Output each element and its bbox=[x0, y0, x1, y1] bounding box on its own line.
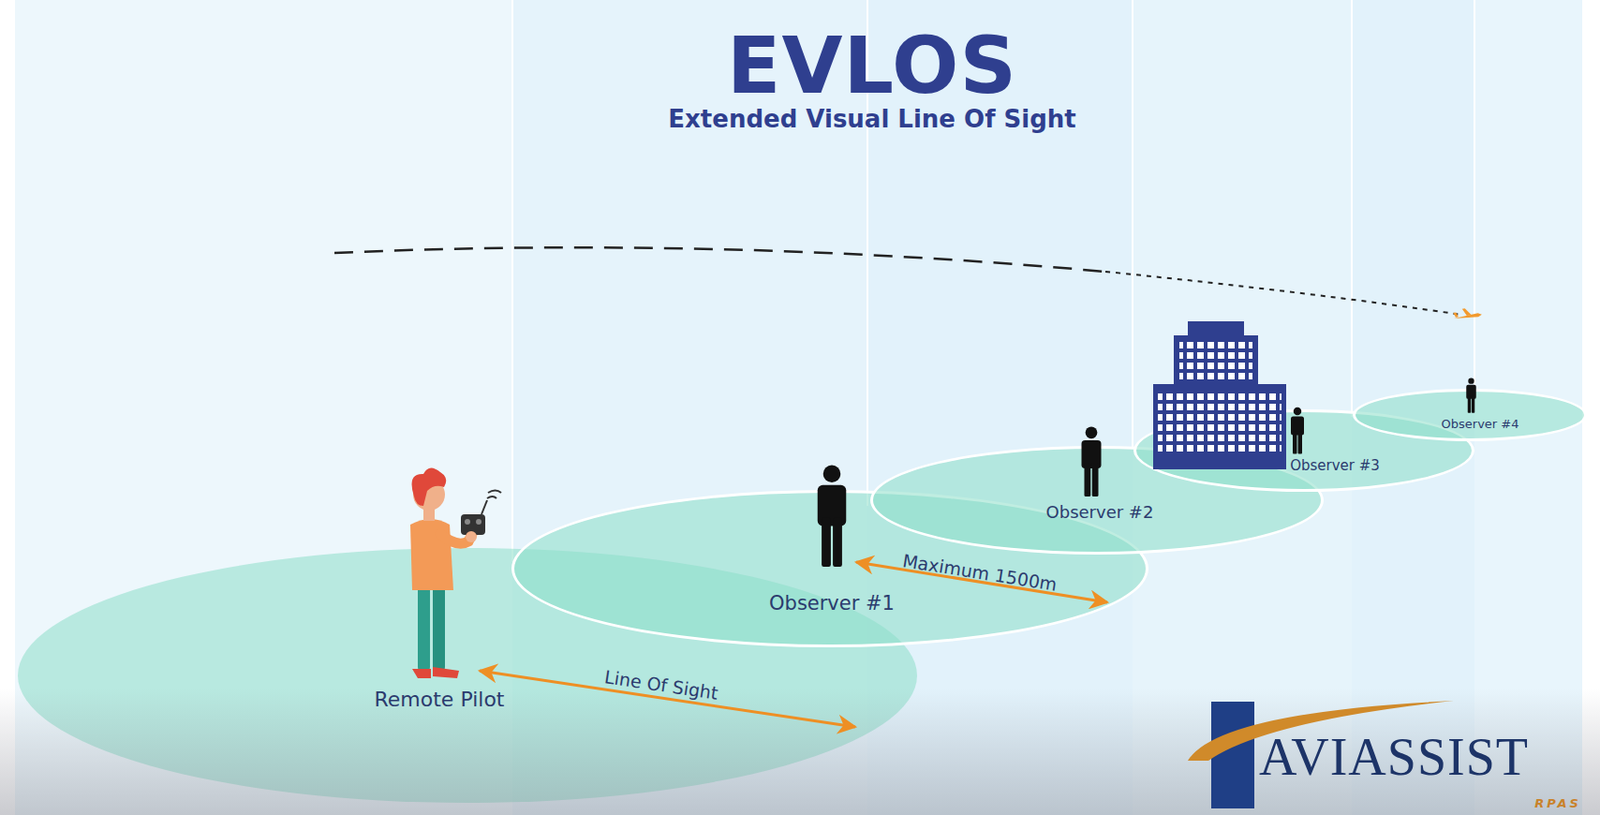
figure-label: Observer #2 bbox=[1046, 502, 1155, 522]
observer-figure bbox=[817, 465, 847, 567]
band-separators bbox=[512, 0, 1475, 563]
ground-fade bbox=[0, 688, 1600, 815]
remote-pilot-figure bbox=[410, 467, 502, 679]
logo-subtext: RPAS bbox=[1534, 796, 1582, 811]
range-ellipse: Observer #4 bbox=[1352, 388, 1587, 442]
diagram-title: EVLOS bbox=[726, 19, 1018, 112]
figure-label: Observer #1 bbox=[769, 592, 895, 615]
drone-aircraft bbox=[1452, 306, 1482, 321]
subtitle: Extended Visual Line Of Sight bbox=[667, 104, 1076, 134]
figure-label: Observer #3 bbox=[1289, 457, 1380, 475]
observer-figure bbox=[1290, 407, 1304, 455]
flight-path bbox=[334, 247, 1106, 272]
observer-figure bbox=[1466, 377, 1477, 413]
flight-path bbox=[1105, 271, 1462, 315]
figure-label: Observer #4 bbox=[1441, 416, 1520, 431]
sky-band bbox=[14, 0, 1583, 815]
building bbox=[1153, 321, 1287, 470]
observer-figure bbox=[1081, 426, 1102, 497]
logo-text: AVIASSIST bbox=[1259, 726, 1529, 787]
figure-label: Remote Pilot bbox=[374, 687, 505, 712]
sky-band bbox=[1132, 0, 1352, 815]
